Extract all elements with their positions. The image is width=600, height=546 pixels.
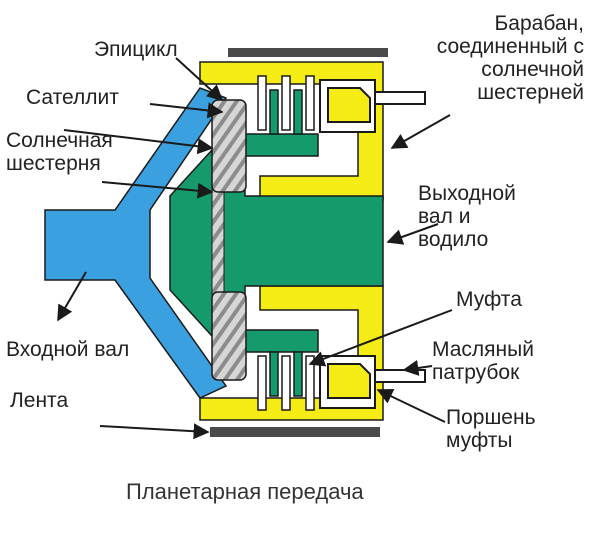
band-top	[228, 48, 388, 57]
label-ring-gear: Эпицикл	[94, 38, 178, 61]
clutch-hub	[244, 133, 319, 353]
oil-ports	[374, 91, 426, 383]
label-planet: Сателлит	[26, 86, 119, 109]
clutch-plates-bottom	[257, 351, 315, 411]
label-clutch: Муфта	[456, 288, 522, 311]
pistons	[327, 87, 371, 399]
diagram-caption: Планетарная передача	[126, 479, 364, 504]
label-input-shaft: Входной вал	[6, 338, 130, 361]
planet-gears	[211, 99, 247, 381]
label-sun-gear: Солнечная шестерня	[6, 129, 113, 175]
label-band: Лента	[10, 389, 69, 412]
band-bottom	[210, 427, 380, 437]
label-oil-port: Масляный патрубок	[432, 338, 534, 384]
clutch-plates-top	[257, 75, 315, 135]
input-shaft-and-ring	[44, 87, 228, 399]
pointer-arrows	[57, 57, 453, 440]
label-piston: Поршень муфты	[446, 406, 536, 452]
label-output-shaft: Выходной вал и водило	[418, 182, 516, 251]
label-drum: Барабан, соединенный с солнечной шестерн…	[436, 12, 584, 104]
